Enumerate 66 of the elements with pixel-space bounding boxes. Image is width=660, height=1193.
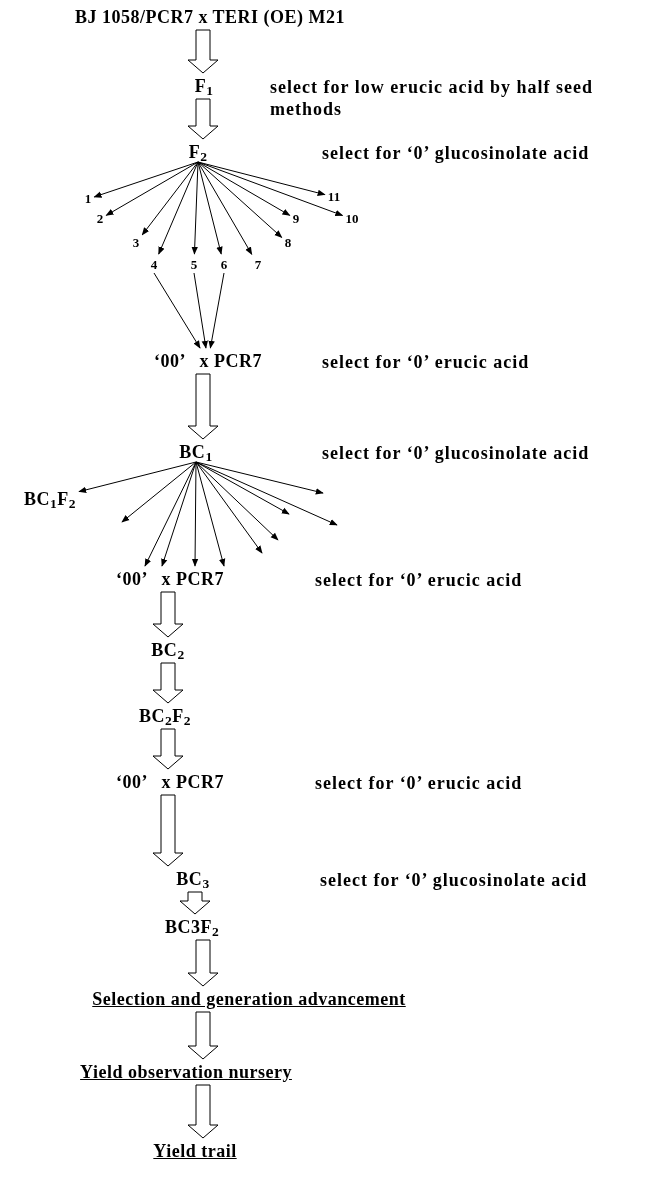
block-arrow (187, 939, 219, 987)
arrow (195, 461, 338, 526)
arrow (153, 272, 201, 349)
arrow (191, 461, 199, 567)
generation-label: F$_{2}$ (188, 142, 208, 162)
generation-label: BC$_{1}$F$_{2}$ (24, 489, 76, 509)
plant-number: 8 (284, 235, 292, 251)
plant-number: 3 (132, 235, 140, 251)
plant-number: 2 (96, 211, 104, 227)
arrow (105, 161, 199, 216)
arrow (208, 272, 225, 349)
block-arrow (187, 29, 219, 74)
generation-label: BC$_{2}$F$_{2}$ (139, 706, 191, 726)
arrow (197, 161, 326, 196)
selection-note: select for ‘0’ glucosinolate acid (322, 442, 591, 464)
arrow (144, 461, 197, 567)
generation-label: ‘00’ x PCR7 (153, 351, 263, 371)
arrow (197, 161, 291, 216)
selection-note: select for ‘0’ glucosinolate acid (322, 142, 591, 164)
generation-label: BC3F$_{2}$ (164, 917, 220, 937)
arrow (197, 161, 253, 255)
stage-label: Yield trail (153, 1141, 237, 1161)
block-arrow (187, 1011, 219, 1060)
block-arrow (187, 98, 219, 140)
generation-label: BJ 1058/PCR7 x TERI (OE) M21 (74, 7, 346, 27)
plant-number: 6 (220, 257, 228, 273)
arrow (195, 461, 324, 495)
arrow (195, 461, 263, 554)
block-arrow (152, 794, 184, 867)
selection-note: select for low erucic acid by half seed methods (270, 76, 595, 120)
stage-label: Selection and generation advancement (92, 989, 406, 1009)
selection-note: select for ‘0’ erucic acid (315, 569, 524, 591)
selection-note: select for ‘0’ erucic acid (322, 351, 531, 373)
arrow (193, 272, 208, 349)
block-arrow (152, 591, 184, 638)
plant-number: 1 (84, 191, 92, 207)
plant-number: 10 (345, 211, 359, 227)
arrow (191, 161, 199, 255)
arrow (93, 161, 199, 198)
block-arrow (187, 373, 219, 440)
generation-label: ‘00’ x PCR7 (115, 772, 225, 792)
arrow (195, 461, 226, 567)
plant-number: 5 (190, 257, 198, 273)
block-arrow (187, 1084, 219, 1139)
arrow (197, 161, 283, 238)
generation-label: BC$_{3}$ (176, 869, 210, 889)
arrow (78, 461, 197, 493)
arrow (121, 461, 197, 523)
plant-number: 11 (327, 189, 341, 205)
block-arrow (179, 891, 211, 915)
block-arrow (152, 728, 184, 770)
plant-number: 9 (292, 211, 300, 227)
stage-label: Yield observation nursery (80, 1062, 292, 1082)
generation-label: ‘00’ x PCR7 (115, 569, 225, 589)
plant-number: 4 (150, 257, 158, 273)
arrow (195, 461, 279, 541)
arrow (141, 161, 199, 236)
arrow (158, 161, 199, 255)
generation-label: F$_{1}$ (194, 76, 214, 96)
generation-label: BC$_{1}$ (179, 442, 213, 462)
generation-label: BC$_{2}$ (151, 640, 185, 660)
plant-number: 7 (254, 257, 262, 273)
selection-note: select for ‘0’ erucic acid (315, 772, 524, 794)
arrow (197, 161, 223, 255)
block-arrow (152, 662, 184, 704)
selection-note: select for ‘0’ glucosinolate acid (320, 869, 589, 891)
